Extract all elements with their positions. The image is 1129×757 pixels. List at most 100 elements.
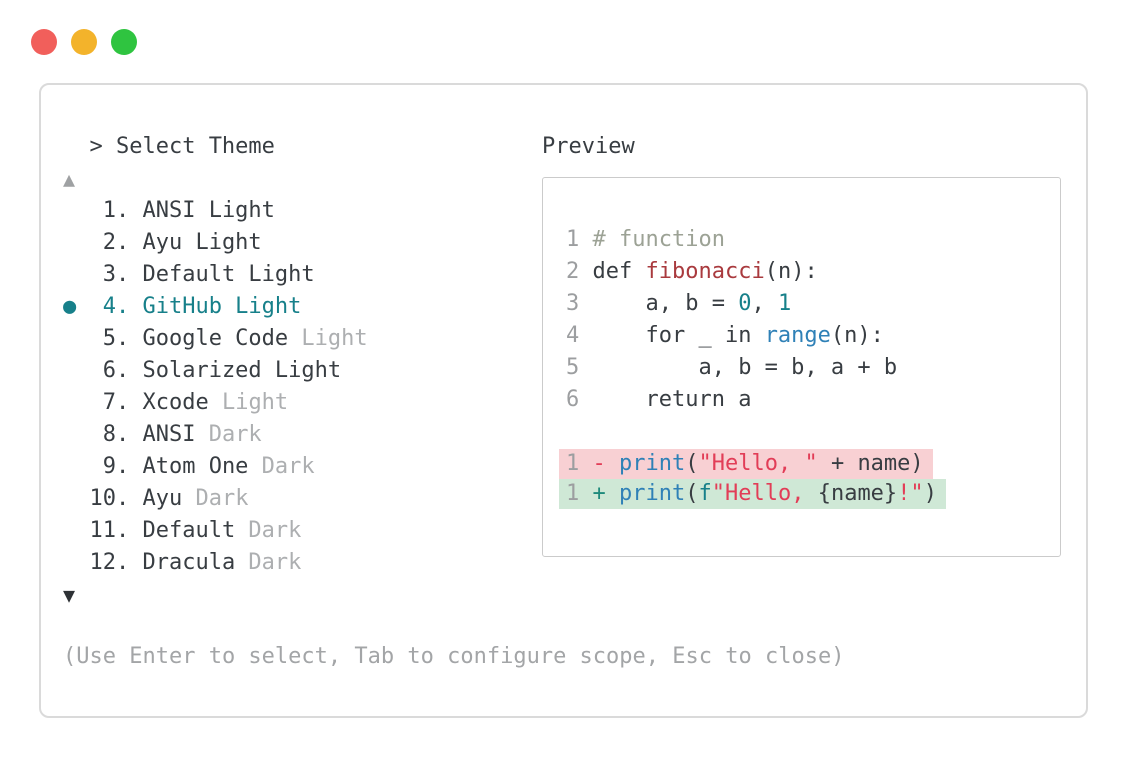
diff-line-added: 1 + print(f"Hello, {name}!") [559,479,1060,509]
code-token: "Hello, " [698,451,818,476]
line-number: 1 [566,481,580,506]
code-token: - [592,451,619,476]
theme-list: 1. ANSI Light 2. Ayu Light 3. Default Li… [63,195,542,579]
code-token: (n): [764,259,818,284]
preview-box: 1 # function 2 def fibonacci(n): 3 a, b = … [542,177,1061,557]
code-token: return a [592,387,752,412]
triangle-up-icon: ▲ [63,167,76,191]
theme-list-item[interactable]: 1. ANSI Light [63,195,542,227]
selected-item-bullet: ● [63,294,90,319]
theme-list-item[interactable]: 10. Ayu Dark [63,483,542,515]
code-token: "Hello, [711,481,818,506]
code-token: range [764,323,831,348]
item-label: Default [142,518,236,543]
line-number: 1 [566,227,580,252]
item-label: ANSI Light [142,198,275,223]
line-number: 3 [566,291,580,316]
item-number: 11. [89,518,143,543]
code-token: a, b = b, a + b [592,355,898,380]
scroll-up-indicator[interactable]: ▲ [63,163,542,195]
theme-list-item[interactable]: 5. Google Code Light [63,323,542,355]
item-marker [63,355,89,387]
theme-list-item[interactable]: 7. Xcode Light [63,387,542,419]
code-token: a, b = [592,291,739,316]
code-token: for _ in [592,323,765,348]
code-line-content: 4 for _ in range(n): [566,323,884,348]
zoom-button[interactable] [111,29,137,55]
item-marker [63,323,89,355]
theme-list-item[interactable]: 8. ANSI Dark [63,419,542,451]
item-label: Ayu Light [142,230,262,255]
item-label: ANSI [142,422,196,447]
code-line: 5 a, b = b, a + b [566,352,1060,384]
diff-line-removed: 1 - print("Hello, " + name) [559,449,1060,479]
scroll-down-indicator[interactable]: ▼ [63,579,542,611]
code-line-content: 5 a, b = b, a + b [566,355,897,380]
code-line: 1 # function [566,224,1060,256]
code-token: + name) [817,451,924,476]
line-number: 2 [566,259,580,284]
code-line-content: 6 return a [566,387,751,412]
item-number: 2. [89,230,143,255]
code-line: 6 return a [566,384,1060,416]
item-variant: Light [208,390,289,415]
item-marker [63,195,89,227]
item-number: 12. [89,550,143,575]
code-token: def [592,259,646,284]
minimize-button[interactable] [71,29,97,55]
theme-list-item[interactable]: 3. Default Light [63,259,542,291]
code-token: # function [592,227,725,252]
item-number: 4. [89,294,143,319]
item-label: Atom One [142,454,249,479]
code-line-content: 2 def fibonacci(n): [566,259,818,284]
item-marker [63,259,89,291]
code-token: print [619,451,686,476]
line-number: 1 [566,451,580,476]
theme-list-item[interactable]: 12. Dracula Dark [63,547,542,579]
item-marker [63,451,89,483]
triangle-down-icon: ▼ [63,583,76,607]
item-label: Dracula [142,550,236,575]
item-variant: Dark [235,518,302,543]
item-label: Default Light [142,262,315,287]
item-number: 5. [89,326,143,351]
item-marker [63,227,89,259]
code-line: 3 a, b = 0, 1 [566,288,1060,320]
diff-highlight: 1 - print("Hello, " + name) [559,449,933,479]
code-token: ( [685,481,699,506]
line-number: 5 [566,355,580,380]
item-variant: Dark [235,550,302,575]
item-marker [63,419,89,451]
theme-list-column: > Select Theme ▲ 1. ANSI Light 2. Ayu Li… [63,131,542,611]
code-line: 2 def fibonacci(n): [566,256,1060,288]
code-token: (n): [830,323,884,348]
code-line: 4 for _ in range(n): [566,320,1060,352]
code-token: !" [897,481,924,506]
prompt-text: > Select Theme [89,134,275,159]
item-marker [63,483,89,515]
item-number: 10. [89,486,143,511]
code-blank-line [566,416,1060,449]
item-label: Solarized Light [142,358,342,383]
item-number: 3. [89,262,143,287]
item-variant: Dark [195,422,262,447]
code-token: + [592,481,619,506]
line-number: 6 [566,387,580,412]
close-button[interactable] [31,29,57,55]
theme-list-item[interactable]: 9. Atom One Dark [63,451,542,483]
item-number: 8. [89,422,143,447]
keyboard-hint: (Use Enter to select, Tab to configure s… [63,644,845,669]
item-variant: Dark [182,486,249,511]
code-token: , [751,291,778,316]
theme-list-item[interactable]: ● 4. GitHub Light [63,291,542,323]
code-token: f [698,481,712,506]
code-line-content: 1 # function [566,227,725,252]
item-number: 6. [89,358,143,383]
item-number: 7. [89,390,143,415]
theme-picker-panel: > Select Theme ▲ 1. ANSI Light 2. Ayu Li… [39,83,1088,718]
theme-list-item[interactable]: 6. Solarized Light [63,355,542,387]
theme-list-item[interactable]: 11. Default Dark [63,515,542,547]
item-label: Ayu [142,486,183,511]
theme-list-item[interactable]: 2. Ayu Light [63,227,542,259]
